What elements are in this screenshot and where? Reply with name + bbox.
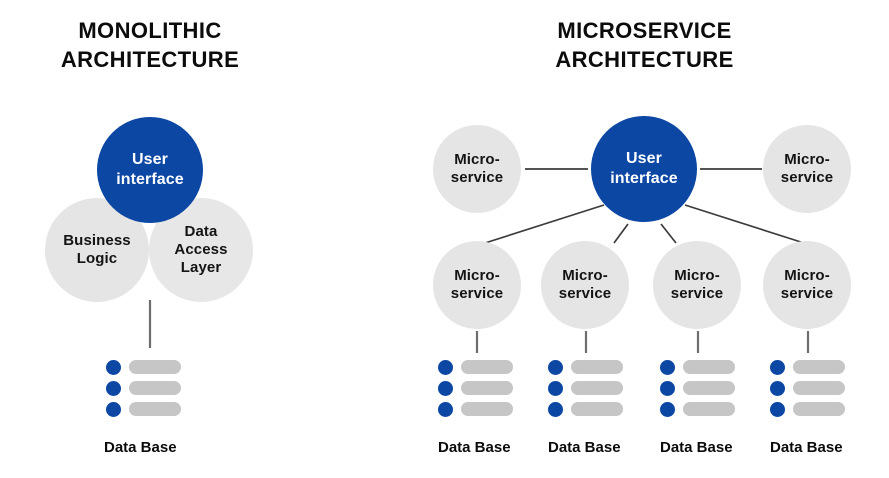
microservice-label: Micro- service bbox=[670, 266, 724, 302]
monolithic-title-line-2: ARCHITECTURE bbox=[60, 47, 240, 73]
database-bar-icon bbox=[683, 360, 735, 374]
database-dot-icon bbox=[770, 359, 785, 375]
database-row bbox=[548, 380, 632, 396]
database-caption: Data Base bbox=[770, 439, 843, 456]
database-caption: Data Base bbox=[660, 439, 733, 456]
database-row bbox=[106, 380, 190, 396]
database-dot-icon bbox=[548, 401, 563, 417]
database-dot-icon bbox=[438, 401, 453, 417]
database-row bbox=[660, 359, 744, 375]
monolithic-title: MONOLITHIC ARCHITECTURE bbox=[0, 16, 300, 74]
database-caption: Data Base bbox=[438, 439, 511, 456]
database-dot-icon bbox=[660, 359, 675, 375]
database-dot-icon bbox=[106, 359, 121, 375]
database-bar-icon bbox=[571, 402, 623, 416]
microservice-center-label: User interface bbox=[610, 150, 678, 187]
database-dot-icon bbox=[548, 359, 563, 375]
database-caption: Data Base bbox=[104, 439, 177, 456]
monolithic-database-icon[interactable]: Data Base bbox=[104, 359, 190, 456]
database-bar-icon bbox=[129, 381, 181, 395]
venn-label-user-interface: User interface bbox=[116, 151, 184, 188]
database-bar-icon bbox=[129, 402, 181, 416]
microservice-label: Micro- service bbox=[450, 266, 504, 302]
microservice-node-left[interactable]: Micro- service bbox=[433, 125, 521, 213]
database-bar-icon bbox=[129, 360, 181, 374]
database-caption: Data Base bbox=[548, 439, 621, 456]
database-row bbox=[438, 401, 522, 417]
microservice-node-bottom-1[interactable]: Micro- service bbox=[433, 241, 521, 329]
database-stack bbox=[660, 359, 744, 417]
database-bar-icon bbox=[683, 381, 735, 395]
database-dot-icon bbox=[660, 401, 675, 417]
database-bar-icon bbox=[571, 360, 623, 374]
database-bar-icon bbox=[793, 402, 845, 416]
database-stack bbox=[106, 359, 190, 417]
microservice-title-line-1: MICROSERVICE bbox=[557, 18, 732, 43]
microservice-label: Micro- service bbox=[450, 150, 504, 186]
venn-label-data-access-layer: Data Access Layer bbox=[174, 222, 228, 277]
monolithic-architecture-panel: MONOLITHIC ARCHITECTURE Business Logic D… bbox=[0, 0, 300, 478]
microservice-label: Micro- service bbox=[558, 266, 612, 302]
database-stack bbox=[770, 359, 854, 417]
database-row bbox=[770, 401, 854, 417]
database-bar-icon bbox=[683, 402, 735, 416]
database-stack bbox=[548, 359, 632, 417]
database-dot-icon bbox=[660, 380, 675, 396]
database-dot-icon bbox=[548, 380, 563, 396]
microservice-database-icon-1[interactable]: Data Base bbox=[438, 359, 522, 456]
database-bar-icon bbox=[461, 381, 513, 395]
microservice-node-bottom-3[interactable]: Micro- service bbox=[653, 241, 741, 329]
microservice-database-icon-4[interactable]: Data Base bbox=[770, 359, 854, 456]
database-row bbox=[438, 359, 522, 375]
database-row bbox=[106, 401, 190, 417]
microservice-node-bottom-4[interactable]: Micro- service bbox=[763, 241, 851, 329]
database-bar-icon bbox=[571, 381, 623, 395]
venn-circle-user-interface[interactable]: User interface bbox=[97, 117, 203, 223]
database-bar-icon bbox=[793, 381, 845, 395]
microservice-title-line-2: ARCHITECTURE bbox=[555, 47, 734, 73]
microservice-database-icon-3[interactable]: Data Base bbox=[660, 359, 744, 456]
monolithic-title-line-1: MONOLITHIC bbox=[78, 18, 222, 43]
database-dot-icon bbox=[438, 380, 453, 396]
microservice-label: Micro- service bbox=[780, 266, 834, 302]
database-row bbox=[106, 359, 190, 375]
microservice-node-right[interactable]: Micro- service bbox=[763, 125, 851, 213]
database-dot-icon bbox=[106, 380, 121, 396]
database-row bbox=[770, 380, 854, 396]
venn-label-business-logic: Business Logic bbox=[63, 231, 131, 267]
database-bar-icon bbox=[461, 360, 513, 374]
database-row bbox=[548, 401, 632, 417]
microservice-user-interface-node[interactable]: User interface bbox=[591, 116, 697, 222]
database-dot-icon bbox=[106, 401, 121, 417]
database-row bbox=[548, 359, 632, 375]
database-row bbox=[660, 401, 744, 417]
microservice-label: Micro- service bbox=[780, 150, 834, 186]
microservice-architecture-panel: MICROSERVICE ARCHITECTURE Micro- service bbox=[400, 0, 889, 478]
microservice-database-icon-2[interactable]: Data Base bbox=[548, 359, 632, 456]
database-dot-icon bbox=[438, 359, 453, 375]
microservice-title: MICROSERVICE ARCHITECTURE bbox=[400, 16, 889, 74]
database-row bbox=[438, 380, 522, 396]
database-dot-icon bbox=[770, 401, 785, 417]
database-stack bbox=[438, 359, 522, 417]
database-bar-icon bbox=[461, 402, 513, 416]
database-row bbox=[660, 380, 744, 396]
database-bar-icon bbox=[793, 360, 845, 374]
microservice-node-bottom-2[interactable]: Micro- service bbox=[541, 241, 629, 329]
database-row bbox=[770, 359, 854, 375]
database-dot-icon bbox=[770, 380, 785, 396]
